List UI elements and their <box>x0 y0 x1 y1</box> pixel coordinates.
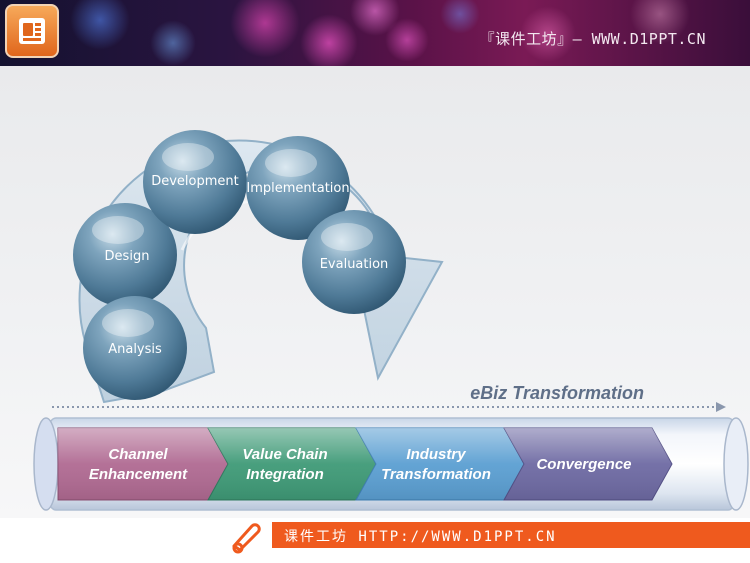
site-title: 『课件工坊』— WWW.D1PPT.CN <box>479 30 706 48</box>
pencil-icon <box>232 523 261 554</box>
pipeline-title: eBiz Transformation <box>470 383 644 403</box>
header-banner: 『课件工坊』— WWW.D1PPT.CN <box>0 0 750 66</box>
sphere-development <box>143 130 247 234</box>
sphere-analysis <box>83 296 187 400</box>
stage-label-design: Design <box>105 249 150 264</box>
footer-text: 课件工坊 HTTP://WWW.D1PPT.CN <box>284 529 557 545</box>
step-label-line1: Value Chain <box>242 446 327 463</box>
presentation-logo-icon <box>5 4 59 58</box>
stage-label-development: Development <box>151 174 239 189</box>
step-label-line2: Transformation <box>381 466 491 483</box>
sphere-evaluation <box>302 210 406 314</box>
sphere-design <box>73 203 177 307</box>
footer-bar <box>272 522 750 548</box>
stage-label-analysis: Analysis <box>108 342 162 357</box>
timeline-arrow-icon <box>716 402 726 412</box>
step-label-line1: Industry <box>406 446 466 463</box>
step-label-line1: Channel <box>108 446 168 463</box>
step-label-line2: Enhancement <box>89 466 188 483</box>
pipeline-steps <box>57 427 673 501</box>
step-label-line2: Integration <box>246 466 324 483</box>
cycle-spheres <box>73 130 406 400</box>
stage-label-implementation: Implementation <box>246 181 349 196</box>
stage-label-evaluation: Evaluation <box>320 257 389 272</box>
sphere-implementation <box>246 136 350 240</box>
step-label-line1: Convergence <box>536 456 631 473</box>
